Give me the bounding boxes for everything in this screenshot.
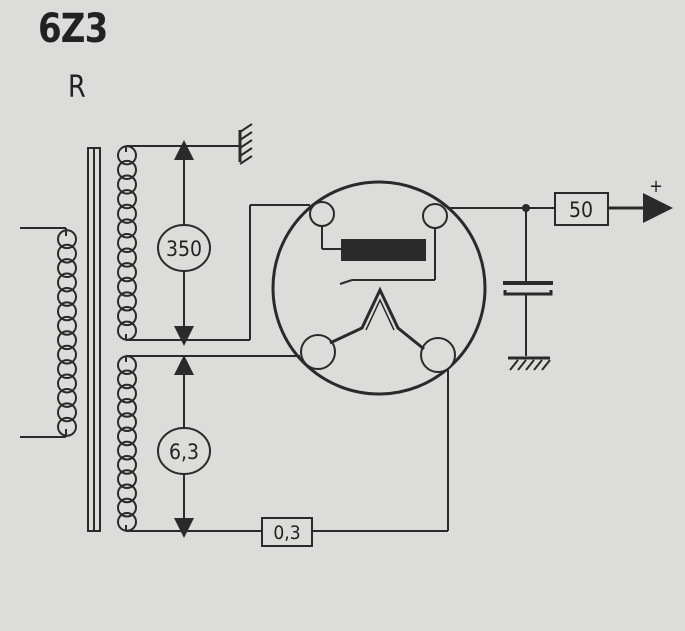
plus-label: +: [649, 176, 663, 197]
anode1-wire: [126, 204, 310, 341]
capacitor-ground: [508, 356, 551, 371]
filament-voltage-label: 6,3: [169, 440, 199, 464]
tube-filament: [329, 286, 425, 351]
chassis-ground-top: [239, 123, 253, 165]
transformer-core: [87, 147, 101, 532]
hv-winding: [117, 145, 138, 341]
load-label: 50: [569, 198, 593, 222]
anode-plate: [321, 226, 436, 285]
filament-bottom-wire: [126, 370, 449, 547]
hv-voltage-label: 350: [166, 237, 202, 261]
filament-voltage-indicator: [157, 355, 211, 538]
output-wire: [447, 192, 673, 226]
filament-winding: [117, 355, 138, 532]
tube-subtitle: R: [68, 70, 86, 105]
tube-envelope: [271, 180, 487, 396]
tube-type-title: 6Z3: [38, 6, 108, 52]
hv-voltage-indicator: [157, 140, 211, 346]
filament-current-label: 0,3: [273, 522, 300, 544]
filter-capacitor: [503, 208, 553, 356]
primary-winding: [20, 227, 78, 438]
